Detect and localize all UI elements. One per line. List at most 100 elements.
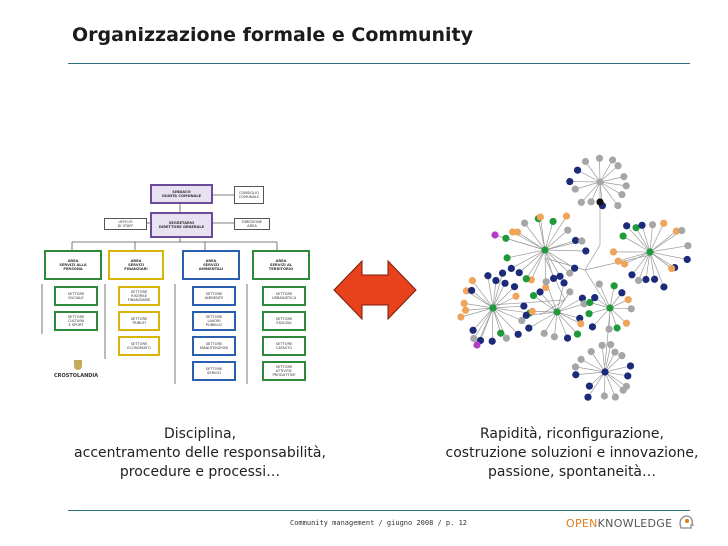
- network-edge: [599, 158, 601, 183]
- network-edge: [544, 221, 554, 251]
- network-edge: [556, 311, 578, 335]
- network-edge: [492, 273, 503, 309]
- network-node: [638, 221, 646, 229]
- network-edge: [487, 275, 494, 309]
- network-node: [618, 191, 626, 199]
- network-node: [563, 334, 572, 342]
- network-edge: [492, 307, 519, 335]
- network-edge: [599, 181, 619, 206]
- network-node: [587, 198, 595, 206]
- network-node: [468, 276, 476, 285]
- title-divider: [68, 63, 690, 64]
- network-node: [622, 319, 631, 327]
- network-node: [628, 271, 636, 279]
- network-edge: [592, 307, 611, 328]
- network-node: [582, 247, 590, 255]
- network-edge: [556, 311, 568, 339]
- network-edge: [635, 227, 651, 253]
- network-node: [553, 308, 561, 316]
- network-node: [611, 393, 619, 401]
- network-node: [650, 275, 659, 283]
- network-edge: [581, 181, 601, 203]
- network-node: [491, 231, 499, 239]
- network-node: [571, 236, 580, 245]
- network-edge: [584, 244, 601, 271]
- network-edge: [631, 251, 651, 276]
- network-node: [536, 213, 544, 221]
- network-edge: [528, 311, 558, 329]
- network-edge: [492, 280, 497, 309]
- network-edge: [472, 307, 494, 331]
- network-node: [549, 217, 557, 226]
- network-edge: [539, 291, 558, 313]
- network-edge: [585, 161, 601, 183]
- network-edge: [554, 311, 558, 337]
- double-arrow-icon: [333, 259, 417, 321]
- footer-text: Community management / giugno 2008 / p. …: [290, 519, 468, 527]
- network-edge: [601, 345, 606, 373]
- network-node: [566, 288, 574, 296]
- network-node: [660, 283, 668, 291]
- network-node: [550, 333, 559, 341]
- network-node: [520, 302, 528, 310]
- network-node: [566, 269, 574, 277]
- network-edge: [539, 216, 546, 251]
- network-node: [587, 348, 595, 356]
- network-node: [601, 368, 609, 376]
- network-node: [512, 292, 520, 300]
- network-node: [632, 224, 640, 232]
- network-edge: [544, 249, 586, 252]
- network-node: [614, 257, 622, 265]
- network-node: [501, 279, 509, 287]
- network-node: [571, 264, 579, 272]
- community-network-graph: [457, 154, 692, 401]
- network-edge: [604, 355, 623, 373]
- network-node: [556, 272, 564, 280]
- left-caption-line-1: Disciplina,: [163, 426, 237, 442]
- network-edge: [649, 251, 672, 269]
- network-node: [606, 304, 614, 312]
- network-node: [595, 154, 604, 162]
- network-node: [627, 305, 635, 313]
- network-node: [624, 372, 632, 380]
- network-node: [660, 219, 668, 227]
- network-node: [525, 324, 533, 332]
- network-node: [457, 313, 465, 321]
- brand-knowledge: KNOWLEDGE: [597, 517, 673, 530]
- network-node: [560, 279, 568, 287]
- network-edge: [599, 165, 619, 183]
- network-edge: [604, 371, 627, 387]
- network-node: [498, 269, 507, 277]
- network-edge: [556, 297, 583, 313]
- network-edge: [556, 291, 571, 313]
- network-edge: [492, 305, 524, 309]
- network-edge: [460, 307, 494, 318]
- network-node: [507, 264, 515, 273]
- network-node: [614, 162, 622, 170]
- network-node: [646, 248, 654, 256]
- network-edge: [580, 359, 606, 373]
- network-node: [618, 352, 626, 360]
- network-node: [678, 227, 686, 235]
- network-node: [648, 221, 657, 229]
- network-node: [668, 264, 676, 273]
- network-node: [624, 296, 632, 304]
- brand-head-icon: [679, 515, 695, 529]
- network-edge: [533, 295, 558, 313]
- municipality-crest-icon: [74, 360, 82, 370]
